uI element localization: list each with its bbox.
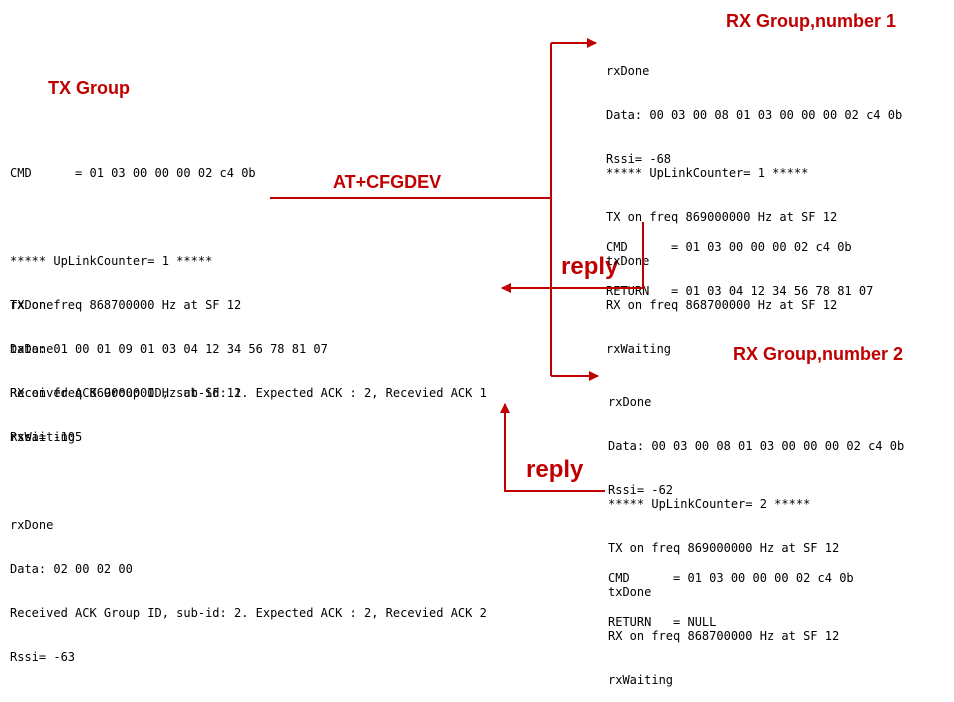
log-line: ***** UpLinkCounter= 2 ***** bbox=[608, 497, 811, 511]
log-line: Rssi= -62 bbox=[608, 483, 674, 497]
log-line: TX on freq 869000000 Hz at SF 12 bbox=[608, 541, 840, 555]
log-line: rxDone bbox=[606, 64, 650, 78]
log-line: rxDone bbox=[608, 395, 652, 409]
log-line: TX on freq 868700000 Hz at SF 12 bbox=[10, 298, 242, 312]
log-line: Data: 02 00 02 00 bbox=[10, 562, 133, 576]
log-line: Received ACK Group ID, sub-id: 2. Expect… bbox=[10, 606, 487, 620]
log-line: rxWaiting bbox=[608, 673, 674, 687]
log-line: rxWaiting bbox=[606, 342, 672, 356]
log-line: Data: 01 00 01 09 01 03 04 12 34 56 78 8… bbox=[10, 342, 328, 356]
log-line: ***** UpLinkCounter= 1 ***** bbox=[606, 166, 809, 180]
log-line: txDone bbox=[606, 254, 650, 268]
log-line: RX on freq 868700000 Hz at SF 12 bbox=[606, 298, 838, 312]
log-line: Rssi= -63 bbox=[10, 650, 76, 664]
log-line: rxDone bbox=[10, 298, 54, 312]
rx-group-2-title: RX Group,number 2 bbox=[733, 344, 904, 364]
tx-log-top: CMD = 01 03 00 00 00 02 c4 0b ***** UpLi… bbox=[10, 137, 256, 459]
log-line: txDone bbox=[608, 585, 652, 599]
log-line: Rssi= -105 bbox=[10, 430, 83, 444]
log-line: CMD = 01 03 00 00 00 02 c4 0b bbox=[606, 240, 852, 254]
command-label: AT+CFGDEV bbox=[333, 172, 442, 192]
log-line: txDone bbox=[10, 342, 54, 356]
rx-group-1-title: RX Group,number 1 bbox=[726, 11, 897, 31]
tx-group-title: TX Group bbox=[48, 78, 130, 98]
log-line: Data: 00 03 00 08 01 03 00 00 00 02 c4 0… bbox=[608, 439, 905, 453]
log-line: RX on freq 869000000 Hz at SF 12 bbox=[10, 386, 242, 400]
log-line: Rssi= -68 bbox=[606, 152, 672, 166]
reply-arrow-1 bbox=[501, 222, 644, 293]
log-line: RX on freq 868700000 Hz at SF 12 bbox=[608, 629, 840, 643]
reply-arrow-2 bbox=[500, 403, 605, 492]
reply-label-1: reply bbox=[561, 253, 619, 280]
log-line: ***** UpLinkCounter= 1 ***** bbox=[10, 254, 213, 268]
log-line: rxWaiting bbox=[10, 430, 76, 444]
log-line: CMD = 01 03 00 00 00 02 c4 0b bbox=[10, 166, 256, 180]
reply-label-2: reply bbox=[526, 456, 584, 483]
log-line: Data: 00 03 00 08 01 03 00 00 00 02 c4 0… bbox=[606, 108, 903, 122]
log-line: TX on freq 869000000 Hz at SF 12 bbox=[606, 210, 838, 224]
log-line: rxDone bbox=[10, 518, 54, 532]
log-line: Received ACK Group ID, sub-id: 1. Expect… bbox=[10, 386, 487, 400]
rx-group-1-log-tx: ***** UpLinkCounter= 1 ***** TX on freq … bbox=[606, 137, 837, 371]
connector-arrows bbox=[270, 38, 644, 492]
rx-group-1-log: rxDone Data: 00 03 00 08 01 03 00 00 00 … bbox=[606, 35, 902, 313]
